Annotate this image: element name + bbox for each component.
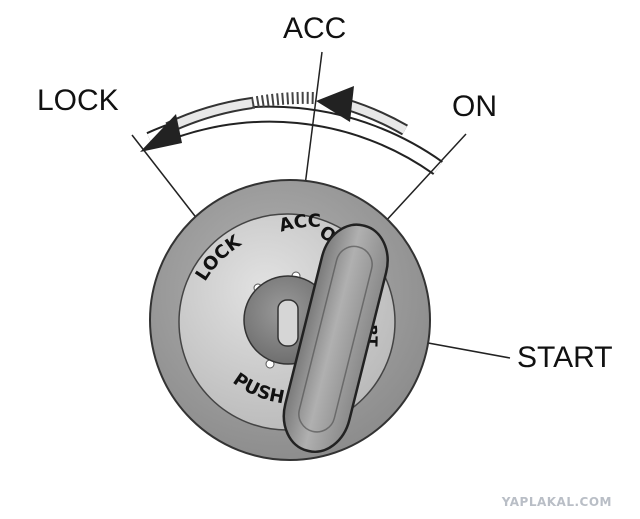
callout-start: START [517,341,613,374]
keyhole-slot [277,299,299,347]
arrow-on-to-acc-icon [316,86,408,136]
rotation-arc [146,91,443,175]
key-icon [282,223,389,454]
arrow-to-lock-icon [140,97,253,152]
callout-on: ON [452,90,497,123]
arc-tick-segment [250,91,315,109]
watermark: YAPLAKAL.COM [501,495,612,509]
callout-acc: ACC [283,12,347,45]
callout-lock: LOCK [37,84,119,117]
